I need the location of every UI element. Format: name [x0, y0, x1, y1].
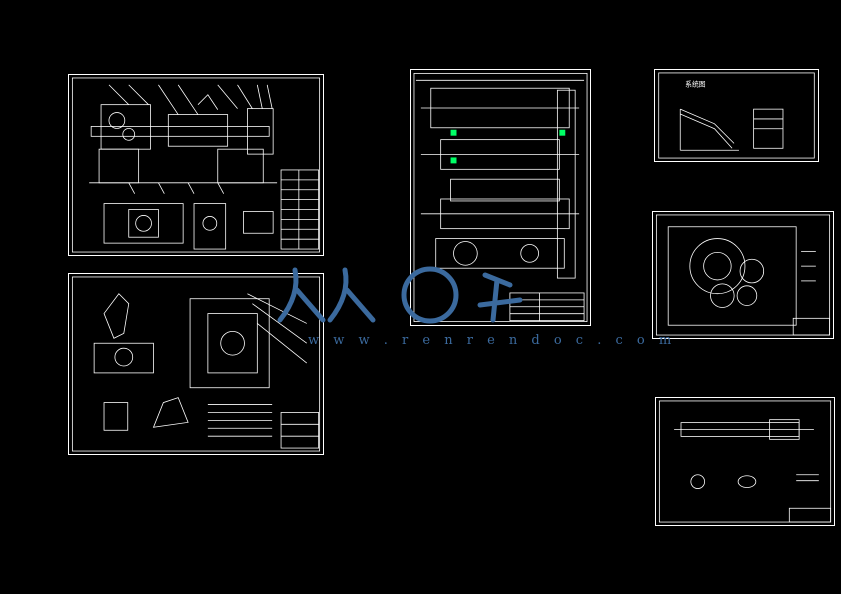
- tool-details-drawing: [71, 276, 321, 452]
- drawing-sheet-tool-details[interactable]: [68, 273, 324, 455]
- gearbox-section-drawing: [413, 72, 588, 323]
- shaft-detail-drawing: [658, 400, 832, 523]
- drawing-sheet-gear-train[interactable]: [652, 211, 834, 339]
- drawing-sheet-lathe-assembly[interactable]: [68, 74, 324, 256]
- drawing-sheet-chart[interactable]: 系统图: [654, 69, 819, 162]
- gear-train-drawing: [655, 214, 831, 336]
- chart-sheet-drawing: 系统图: [658, 72, 815, 159]
- chart-sheet-heading: 系统图: [685, 80, 706, 89]
- drawing-sheet-gearbox-section[interactable]: [410, 69, 591, 326]
- lathe-assembly-drawing: [71, 77, 321, 253]
- highlight-marks: [450, 129, 566, 164]
- watermark-url: w w w . r e n r e n d o c . c o m: [308, 333, 677, 348]
- drawing-sheet-shaft-detail[interactable]: [655, 397, 835, 526]
